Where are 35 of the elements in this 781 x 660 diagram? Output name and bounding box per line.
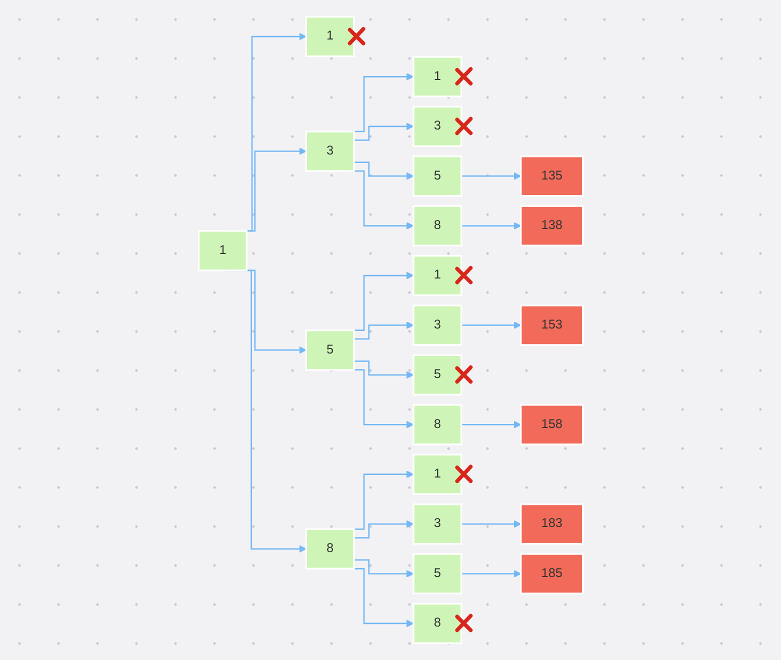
node-box: 8 [412,404,462,446]
arrow [461,570,521,578]
arrow [354,559,414,578]
node-box: 185 [520,553,584,594]
arrow [354,360,414,379]
node-box: 3 [412,503,462,545]
node-box: 158 [520,404,584,446]
node-box: 8 [304,528,355,570]
node-box: 183 [520,503,584,545]
arrow [461,321,521,329]
node-box: 3 [304,130,355,172]
arrow [354,321,414,340]
node-box: 1 [304,16,355,58]
arrow [461,172,521,180]
arrow [354,162,414,180]
arrow [354,122,414,141]
node-box: 8 [412,205,462,246]
arrow [354,520,414,538]
node-box: 138 [520,205,584,246]
node-box: 153 [520,304,584,346]
arrow [461,222,521,230]
node-box: 3 [412,304,462,346]
node-box: 3 [412,106,462,147]
node-box: 1 [412,454,462,495]
node-box: 1 [412,56,462,98]
node-box: 1 [198,230,248,272]
arrow [461,420,521,428]
node-box: 5 [412,553,462,594]
node-box: 8 [412,602,462,644]
node-box: 1 [412,254,462,296]
node-box: 135 [520,156,584,197]
node-box: 5 [412,156,462,197]
arrow [461,520,521,528]
node-box: 5 [304,329,355,371]
node-box: 5 [412,354,462,396]
